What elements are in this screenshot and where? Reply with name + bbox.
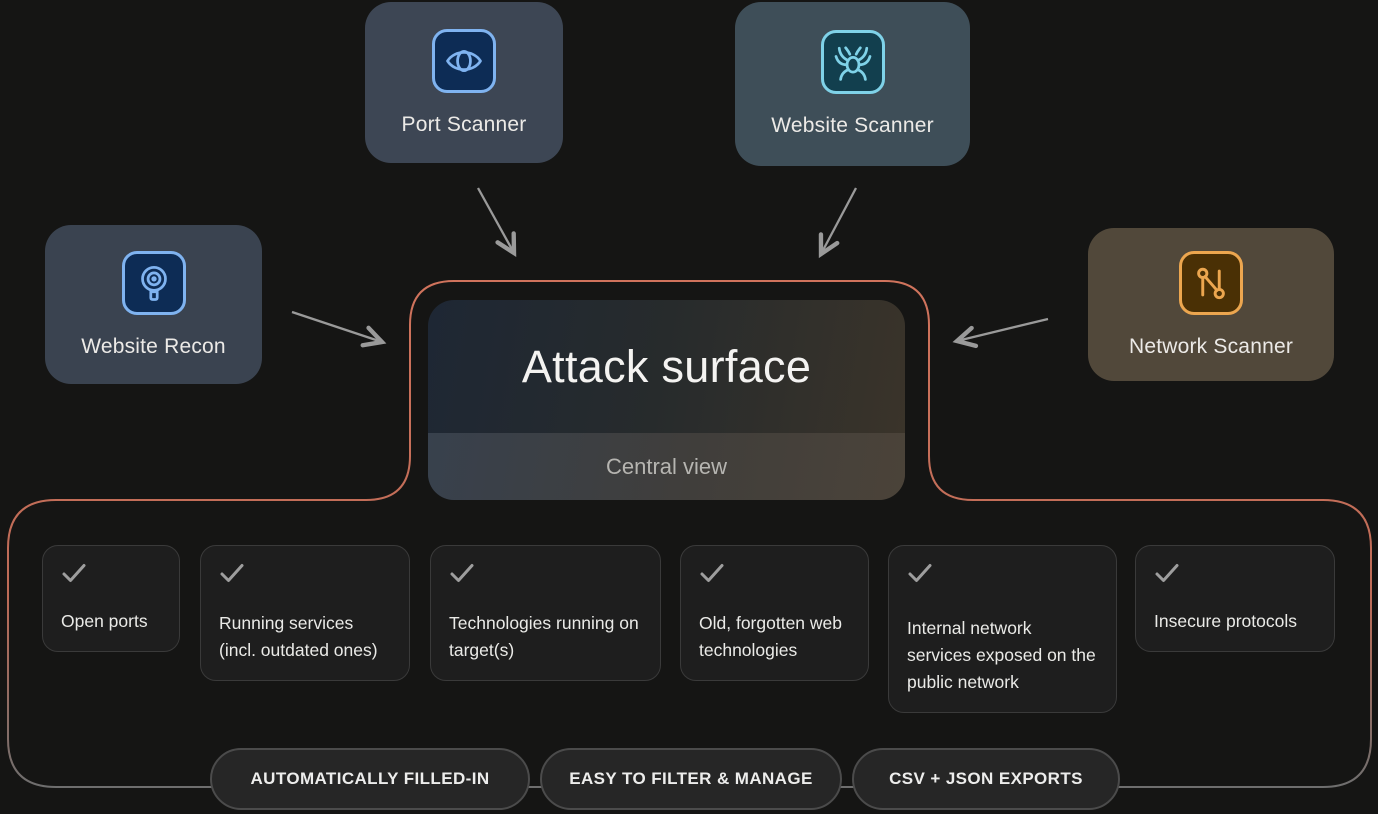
check-icon [1155,564,1179,582]
tool-card-website-recon[interactable]: Website Recon [45,225,262,384]
badge-label: EASY TO FILTER & MANAGE [569,769,813,788]
tool-label: Network Scanner [1128,334,1294,358]
feature-card-old-web-technologies: Old, forgotten web technologies [680,545,869,681]
check-icon [450,564,474,582]
central-view-label: Central view [605,453,728,479]
arrow-port-scanner-to-center [476,187,517,258]
badge-easy-to-filter-manage: EASY TO FILTER & MANAGE [540,748,842,810]
tool-label: Website Recon [81,334,226,358]
feature-card-insecure-protocols: Insecure protocols [1135,545,1335,652]
badge-label: CSV + JSON EXPORTS [889,769,1083,788]
tool-card-network-scanner[interactable]: Network Scanner [1088,228,1334,381]
tool-label: Website Scanner [771,114,934,137]
attack-surface-title-zone: Attack surface [428,300,905,433]
arrow-network-scanner-to-center [952,317,1049,349]
badge-label: AUTOMATICALLY FILLED-IN [250,769,490,788]
badge-csv-json-exports: CSV + JSON EXPORTS [852,748,1120,810]
check-icon [700,564,724,582]
feature-card-technologies: Technologies running on target(s) [430,545,661,681]
feature-label: Running services (incl. outdated ones) [219,612,378,660]
central-view-band: Central view [428,433,905,500]
feature-label: Insecure protocols [1154,610,1297,631]
check-icon [908,564,932,582]
tool-label: Port Scanner [401,112,527,136]
attack-surface-title: Attack surface [521,340,812,392]
tool-card-port-scanner[interactable]: Port Scanner [365,2,563,163]
target-magnifier-icon [121,250,186,315]
check-icon [62,564,86,582]
feature-card-running-services: Running services (incl. outdated ones) [200,545,410,681]
feature-card-open-ports: Open ports [42,545,180,652]
arrow-website-scanner-to-center [818,187,858,259]
feature-label: Open ports [61,610,148,631]
check-icon [220,564,244,582]
feature-label: Technologies running on target(s) [449,612,639,660]
tool-card-website-scanner[interactable]: Website Scanner [735,2,970,166]
network-n-icon [1179,250,1243,315]
attack-surface-panel: Attack surface Central view [428,300,905,500]
feature-card-internal-network-services: Internal network services exposed on the… [888,545,1117,713]
arrow-website-recon-to-center [291,310,387,348]
eye-icon [432,28,496,93]
feature-label: Internal network services exposed on the… [907,617,1096,692]
badge-automatically-filled-in: AUTOMATICALLY FILLED-IN [210,748,530,810]
feature-label: Old, forgotten web technologies [699,612,842,660]
spider-icon [820,30,885,94]
